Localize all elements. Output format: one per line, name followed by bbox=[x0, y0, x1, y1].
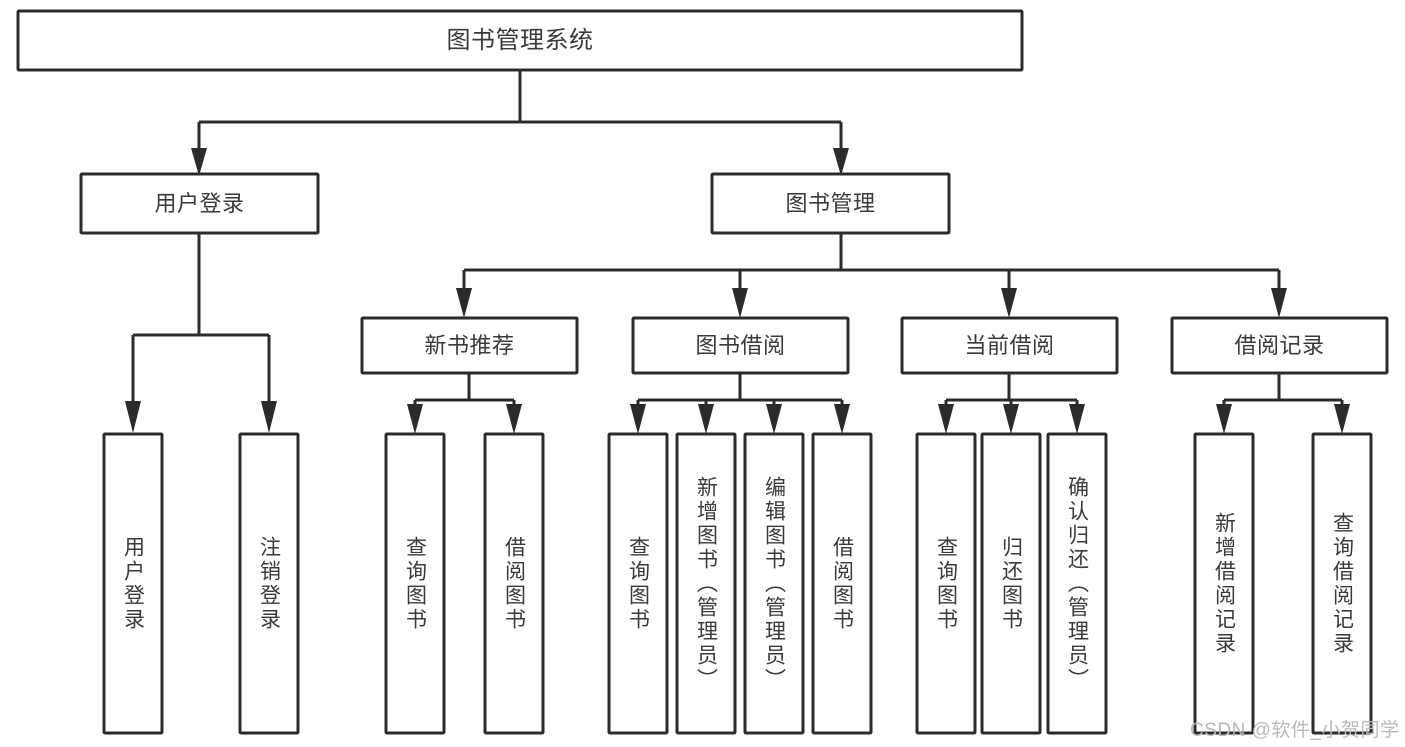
node-leaf-logout[interactable] bbox=[238, 432, 300, 735]
arrow-head-cu-leaf-1 bbox=[938, 404, 954, 434]
node-leaf-query-book-nb[interactable] bbox=[384, 432, 446, 735]
node-book-borrow[interactable] bbox=[631, 316, 850, 375]
arrow-head-book-borrow bbox=[732, 288, 748, 318]
node-leaf-add-borrow-record[interactable] bbox=[1193, 432, 1255, 735]
arrow-head-bo-leaf-4 bbox=[834, 404, 850, 434]
arrow-head-new-book-rec bbox=[456, 288, 472, 318]
arrow-head-book-mgmt bbox=[833, 148, 849, 176]
arrow-head-cu-leaf-2 bbox=[1003, 404, 1019, 434]
node-current-borrow[interactable] bbox=[900, 316, 1119, 375]
node-leaf-query-book-cu[interactable] bbox=[915, 432, 977, 735]
arrow-head-current-borrow bbox=[1001, 288, 1017, 318]
connector-layer bbox=[125, 70, 1350, 434]
node-leaf-confirm-return-admin[interactable] bbox=[1046, 432, 1108, 735]
node-leaf-return-book[interactable] bbox=[980, 432, 1042, 735]
arrow-head-leaf-user-login bbox=[125, 401, 141, 433]
arrow-head-cu-leaf-3 bbox=[1069, 404, 1085, 434]
arrow-head-leaf-logout bbox=[261, 401, 277, 433]
node-leaf-query-borrow-record[interactable] bbox=[1311, 432, 1373, 735]
arrow-head-user-login bbox=[191, 148, 207, 176]
node-root-book-management-system[interactable] bbox=[16, 9, 1024, 72]
node-borrow-records[interactable] bbox=[1170, 316, 1389, 375]
arrow-head-re-leaf-2 bbox=[1334, 404, 1350, 434]
node-user-login[interactable] bbox=[79, 172, 320, 235]
node-leaf-borrow-book-nb[interactable] bbox=[483, 432, 545, 735]
node-new-book-recommend[interactable] bbox=[360, 316, 579, 375]
arrow-head-borrow-record bbox=[1271, 288, 1287, 318]
arrow-head-nb-leaf-2 bbox=[506, 404, 522, 434]
node-leaf-query-book-bo[interactable] bbox=[607, 432, 669, 735]
node-leaf-borrow-book-bo[interactable] bbox=[811, 432, 873, 735]
arrow-head-bo-leaf-3 bbox=[766, 404, 782, 434]
arrow-head-nb-leaf-1 bbox=[407, 404, 423, 434]
watermark-text: CSDN @软件_小贺同学 bbox=[1190, 720, 1400, 741]
node-leaf-user-login[interactable] bbox=[102, 432, 164, 735]
node-leaf-add-book-admin[interactable] bbox=[675, 432, 737, 735]
arrow-head-bo-leaf-2 bbox=[698, 404, 714, 434]
node-book-management[interactable] bbox=[710, 172, 951, 235]
node-layer bbox=[16, 9, 1389, 735]
arrow-head-bo-leaf-1 bbox=[630, 404, 646, 434]
node-leaf-edit-book-admin[interactable] bbox=[743, 432, 805, 735]
arrow-head-re-leaf-1 bbox=[1216, 404, 1232, 434]
